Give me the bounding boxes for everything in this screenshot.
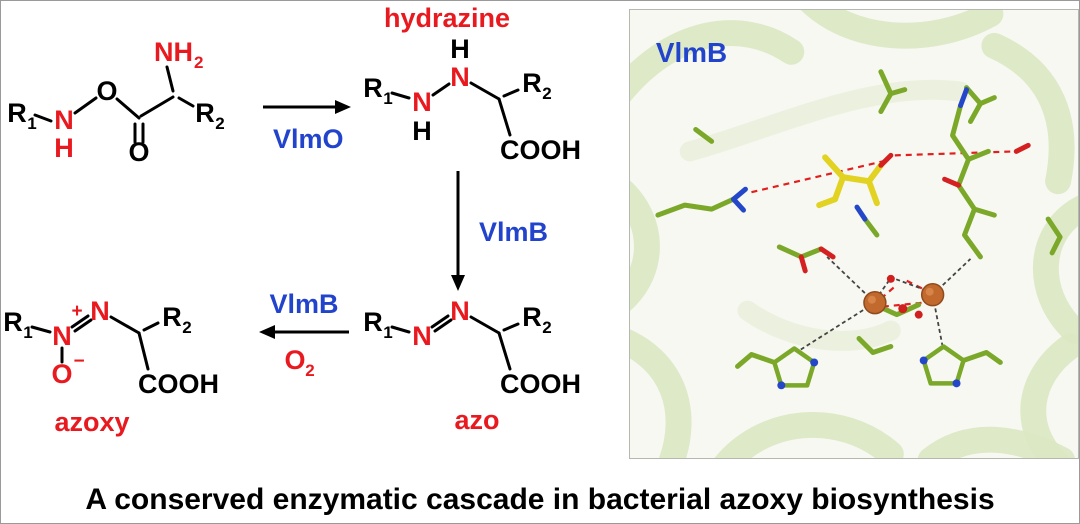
hydrazine-n2: N bbox=[450, 62, 470, 92]
azoxy-n2: N bbox=[90, 296, 110, 326]
figure-caption: A conserved enzymatic cascade in bacteri… bbox=[85, 483, 995, 516]
azo-n2: N bbox=[450, 296, 470, 326]
substrate-structure: R 1 N H O O NH 2 R 2 bbox=[7, 37, 224, 167]
azoxy-label: azoxy bbox=[54, 407, 129, 437]
substrate-bonds bbox=[33, 65, 195, 144]
substrate-o-carbonyl: O bbox=[128, 137, 149, 167]
iron-ion-2-highlight bbox=[925, 287, 934, 296]
azoxy-r1: R bbox=[3, 307, 23, 337]
enzyme-label-vlmo: VlmO bbox=[273, 124, 344, 154]
hydrogen-bond-dashes bbox=[751, 150, 1017, 308]
his2-n-atom bbox=[952, 379, 961, 388]
hydrazine-bonds bbox=[390, 81, 520, 137]
hydrazine-r2-sub: 2 bbox=[542, 84, 551, 103]
hydrazine-r1-sub: 1 bbox=[383, 89, 392, 108]
substrate-r1-sub: 1 bbox=[27, 114, 36, 133]
azo-bonds bbox=[390, 314, 520, 371]
water-oxygen bbox=[898, 304, 908, 314]
azo-r1: R bbox=[363, 307, 383, 337]
azo-r1-sub: 1 bbox=[383, 323, 392, 342]
azo-r2-sub: 2 bbox=[542, 318, 551, 337]
hydrazine-r2: R bbox=[522, 68, 542, 98]
his2-n-atom bbox=[919, 356, 928, 365]
azoxy-minus-charge: − bbox=[73, 351, 84, 372]
iron-ion-1-highlight bbox=[867, 295, 876, 304]
reaction-scheme: R 1 N H O O NH 2 R 2 VlmO hydrazine bbox=[3, 3, 581, 437]
azoxy-o: O bbox=[51, 359, 72, 389]
substrate-nh2: NH bbox=[154, 37, 193, 67]
hydrazine-h2: H bbox=[450, 34, 470, 64]
substrate-n: N bbox=[54, 105, 74, 135]
hydrazine-h1: H bbox=[412, 116, 432, 146]
reaction-arrow-vlmb-1: VlmB bbox=[451, 171, 548, 291]
arrow-head-down bbox=[451, 275, 465, 291]
enzyme-label-vlmb-1: VlmB bbox=[479, 217, 548, 247]
protein-structure-panel: VlmB bbox=[602, 1, 1079, 483]
substrate-r2: R bbox=[195, 98, 215, 128]
protein-ribbons bbox=[602, 1, 1079, 483]
substrate-r1: R bbox=[7, 98, 27, 128]
protein-panel-label: VlmB bbox=[656, 37, 727, 68]
metal-ions bbox=[863, 283, 945, 315]
oxygen-cosubstrate: O bbox=[284, 345, 305, 375]
his1-n-atom bbox=[810, 358, 819, 367]
azoxy-n1: N bbox=[52, 321, 72, 351]
substrate-o-ester: O bbox=[96, 76, 117, 106]
hydrazine-label: hydrazine bbox=[384, 3, 510, 33]
arrow-head-left bbox=[259, 325, 275, 339]
azoxy-r1-sub: 1 bbox=[23, 323, 32, 342]
hydrazine-r1: R bbox=[363, 73, 383, 103]
oxygen-cosubstrate-sub: 2 bbox=[305, 361, 314, 380]
azoxy-structure: R 1 N + N O − R 2 COOH azoxy bbox=[3, 296, 219, 437]
azo-label: azo bbox=[454, 405, 499, 435]
azoxy-cooh: COOH bbox=[138, 369, 219, 399]
iron-ion-1 bbox=[863, 290, 887, 315]
iron-ion-2 bbox=[920, 283, 945, 307]
azo-n1: N bbox=[412, 321, 432, 351]
substrate-nh2-sub: 2 bbox=[194, 53, 203, 72]
reaction-arrow-vlmo: VlmO bbox=[263, 100, 351, 154]
azoxy-r2: R bbox=[162, 302, 182, 332]
hydrazine-n1: N bbox=[412, 87, 432, 117]
reaction-arrow-vlmb-2: VlmB O 2 bbox=[259, 289, 349, 380]
substrate-h: H bbox=[54, 133, 74, 163]
azo-structure: R 1 N N R 2 COOH azo bbox=[363, 296, 581, 435]
water-oxygen bbox=[914, 310, 923, 319]
enzyme-label-vlmb-2: VlmB bbox=[269, 289, 338, 319]
arrow-head-right bbox=[335, 100, 351, 114]
azoxy-bonds bbox=[30, 314, 160, 371]
azoxy-r2-sub: 2 bbox=[182, 318, 191, 337]
water-molecules bbox=[886, 274, 923, 319]
his1-n-atom bbox=[777, 381, 786, 390]
residue-sticks bbox=[655, 69, 1063, 390]
substrate-r2-sub: 2 bbox=[215, 114, 224, 133]
azoxy-plus-charge: + bbox=[71, 301, 82, 322]
protein-structure-image: VlmB bbox=[602, 1, 1079, 483]
azo-cooh: COOH bbox=[500, 369, 581, 399]
ligand-sticks-yellow bbox=[816, 152, 894, 209]
water-oxygen bbox=[886, 274, 895, 283]
azo-r2: R bbox=[522, 302, 542, 332]
hydrazine-cooh: COOH bbox=[500, 135, 581, 165]
hydrazine-structure: hydrazine R 1 N H H N R 2 COOH bbox=[363, 3, 581, 165]
